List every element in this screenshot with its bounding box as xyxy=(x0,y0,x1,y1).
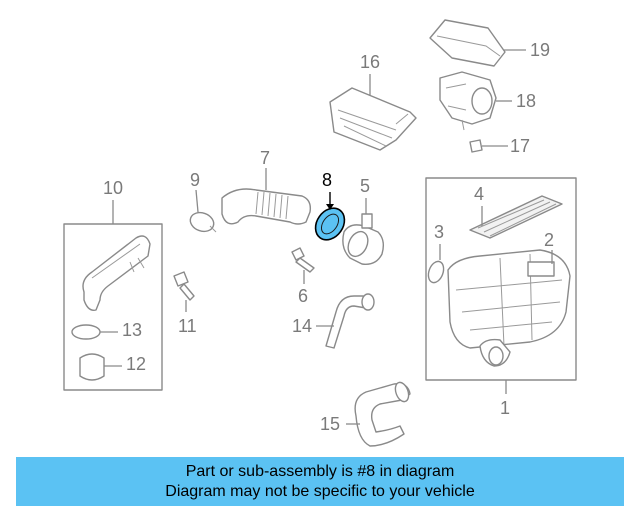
banner-line-1: Part or sub-assembly is #8 in diagram xyxy=(185,462,455,480)
callout-1: 1 xyxy=(500,398,510,418)
callout-15: 15 xyxy=(320,414,340,434)
info-banner: Part or sub-assembly is #8 in diagram Di… xyxy=(16,457,624,506)
part-9-clamp[interactable]: 9 xyxy=(188,170,217,235)
callout-14: 14 xyxy=(292,316,312,336)
part-10-intake-pipe[interactable]: 10 13 12 xyxy=(63,178,163,391)
callout-8: 8 xyxy=(322,170,332,190)
part-5-maf-sensor[interactable]: 5 xyxy=(342,176,385,265)
callout-5: 5 xyxy=(360,176,370,196)
callout-4: 4 xyxy=(474,184,484,204)
callout-9: 9 xyxy=(190,170,200,190)
callout-2: 2 xyxy=(544,230,554,250)
part-17-bolt[interactable]: 17 xyxy=(469,136,530,156)
part-14-vent-hose[interactable]: 14 xyxy=(292,293,375,349)
callout-6: 6 xyxy=(298,286,308,306)
part-15-elbow-hose[interactable]: 15 xyxy=(320,381,411,447)
part-1-air-cleaner-assembly[interactable]: 4 3 2 1 xyxy=(425,177,577,418)
parts-diagram: 19 18 17 16 10 13 12 9 xyxy=(63,19,577,447)
part-19-lid[interactable]: 19 xyxy=(429,19,550,67)
callout-13: 13 xyxy=(122,320,142,340)
callout-7: 7 xyxy=(260,148,270,168)
callout-3: 3 xyxy=(434,222,444,242)
part-16-bracket[interactable]: 16 xyxy=(329,52,417,151)
banner-line-2: Diagram may not be specific to your vehi… xyxy=(165,482,475,500)
part-6-screw[interactable]: 6 xyxy=(291,247,315,306)
part-7-intake-hose[interactable]: 7 xyxy=(221,148,312,225)
part-8-clamp-highlighted[interactable]: 8 xyxy=(310,170,351,245)
callout-16: 16 xyxy=(360,52,380,72)
callout-12: 12 xyxy=(126,354,146,374)
callout-17: 17 xyxy=(510,136,530,156)
part-11-bolt[interactable]: 11 xyxy=(173,271,197,336)
callout-11: 11 xyxy=(178,316,197,336)
part-18-duct-housing[interactable]: 18 xyxy=(439,71,536,131)
callout-19: 19 xyxy=(530,40,550,60)
callout-18: 18 xyxy=(516,91,536,111)
callout-10: 10 xyxy=(103,178,123,198)
